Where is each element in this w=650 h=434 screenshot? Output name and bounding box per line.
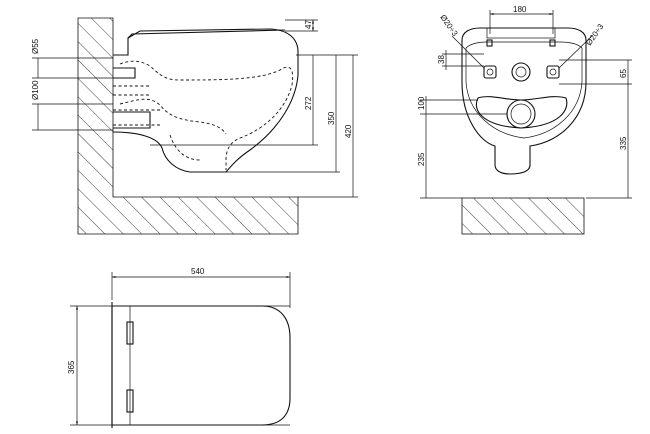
front-inlet-circle	[511, 62, 531, 82]
side-dim-420: 420	[344, 124, 353, 138]
side-wall-floor	[77, 17, 299, 235]
side-outlet-dashed	[113, 85, 201, 161]
top-dim-365: 365	[67, 360, 76, 374]
front-bowl-outline	[461, 27, 587, 175]
side-dim-350: 350	[327, 111, 336, 125]
top-dim-540: 540	[191, 267, 205, 276]
front-view: 180 Ø20÷3 Ø20÷3 38 100 235 65 335	[417, 5, 632, 235]
side-dim-47: 47	[304, 20, 313, 29]
side-dim-272: 272	[304, 96, 313, 110]
front-dim-38: 38	[437, 55, 446, 64]
side-outlet-pipe	[113, 111, 151, 129]
front-dim-20-left: Ø20÷3	[438, 13, 459, 38]
front-floor	[461, 197, 585, 235]
side-view: Ø55 Ø100 47 272 350 420	[31, 17, 358, 235]
front-dim-20-right: Ø20÷3	[584, 22, 605, 47]
top-bowl-outline	[111, 305, 291, 426]
side-bowl-outline	[112, 28, 299, 173]
front-inner-outline	[465, 41, 583, 139]
side-dim-100: Ø100	[31, 80, 40, 100]
front-dim-235: 235	[417, 152, 426, 166]
front-dim-65: 65	[619, 69, 628, 78]
side-inlet-pipe	[113, 67, 136, 79]
top-hinge	[126, 321, 134, 345]
front-dim-335: 335	[619, 136, 628, 150]
side-trapway-dashed	[119, 60, 294, 170]
side-dim-55: Ø55	[31, 38, 40, 54]
front-dim-100: 100	[417, 96, 426, 110]
side-trapway-dashed-2	[119, 98, 227, 135]
top-view: 540 365	[67, 267, 291, 428]
front-dim-180: 180	[513, 5, 527, 14]
side-seat-lid	[127, 29, 286, 39]
